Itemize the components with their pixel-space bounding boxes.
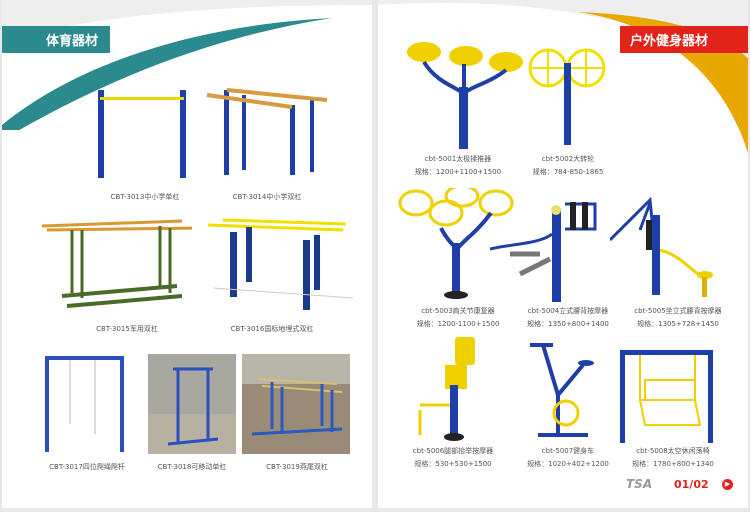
product-spec: 规格：1350+800+1400 bbox=[527, 320, 609, 328]
product-caption: cbt-5004立式腰背按摩器 bbox=[527, 307, 609, 315]
product-caption: cbt-5005坐立式腰背按摩器 bbox=[634, 307, 722, 315]
product-image-cbt-5005 bbox=[610, 196, 713, 297]
product-caption: CBT-3015军用双杠 bbox=[96, 325, 158, 333]
brand-logo: TSA bbox=[626, 477, 653, 491]
product-image-cbt-3014 bbox=[206, 88, 328, 175]
product-caption: cbt-5001太极揉推器 bbox=[424, 155, 492, 163]
product-caption: CBT-3014中小学双杠 bbox=[232, 193, 302, 201]
teal-swoosh bbox=[2, 0, 372, 130]
product-image-cbt-3017 bbox=[45, 356, 124, 452]
product-image-cbt-5008 bbox=[620, 350, 713, 443]
product-image-cbt-5004 bbox=[490, 202, 597, 302]
left-page-title: 体育器材 bbox=[2, 26, 110, 53]
product-spec: 规格：530+530+1500 bbox=[414, 460, 492, 468]
product-caption: CBT-3016国标地埋式双杠 bbox=[230, 325, 314, 333]
product-image-cbt-5003 bbox=[398, 188, 514, 299]
product-caption: cbt-5002大转轮 bbox=[541, 155, 595, 163]
product-caption: CBT-3019燕尾双杠 bbox=[266, 463, 328, 471]
product-spec: 规格：1200-1100+1500 bbox=[416, 320, 500, 328]
product-image-cbt-5002 bbox=[528, 48, 606, 145]
product-caption: CBT-3017四位爬绳爬杆 bbox=[49, 463, 125, 471]
product-image-cbt-3019 bbox=[242, 354, 350, 454]
product-caption: cbt-5006腿部抬举按摩器 bbox=[412, 447, 494, 455]
product-spec: 规格：784-850-1865 bbox=[532, 168, 604, 176]
right-page-title: 户外健身器材 bbox=[620, 26, 748, 53]
product-image-cbt-3018 bbox=[148, 354, 236, 454]
product-image-cbt-5006 bbox=[418, 337, 475, 441]
product-spec: 规格：1305+728+1450 bbox=[637, 320, 719, 328]
left-page: 体育器材 CBT-3013中小学单杠 CBT-3014中小学双杠 CBT-301… bbox=[2, 0, 372, 508]
page-number: 01/02 bbox=[674, 478, 709, 491]
product-caption: cbt-5007健身车 bbox=[541, 447, 595, 455]
product-caption: CBT-3013中小学单杠 bbox=[110, 193, 180, 201]
product-image-cbt-5007 bbox=[530, 343, 594, 437]
product-image-cbt-5001 bbox=[407, 42, 523, 149]
product-image-cbt-3015 bbox=[42, 219, 192, 308]
product-caption: cbt-5003肩关节康复器 bbox=[421, 307, 495, 315]
product-spec: 规格：1200+1100+1500 bbox=[414, 168, 502, 176]
product-image-cbt-3013 bbox=[98, 90, 186, 178]
product-image-cbt-3016 bbox=[208, 218, 354, 310]
product-caption: cbt-5008太空休闲荡椅 bbox=[636, 447, 710, 455]
product-caption: CBT-3018可移动单杠 bbox=[157, 463, 227, 471]
next-page-icon[interactable]: ▶ bbox=[722, 479, 733, 490]
product-spec: 规格：1020+402+1200 bbox=[527, 460, 609, 468]
product-spec: 规格：1780+800+1340 bbox=[632, 460, 714, 468]
right-page: 户外健身器材 cbt-5001太极揉推器 规格：1200+1100+1500 c… bbox=[378, 0, 748, 508]
